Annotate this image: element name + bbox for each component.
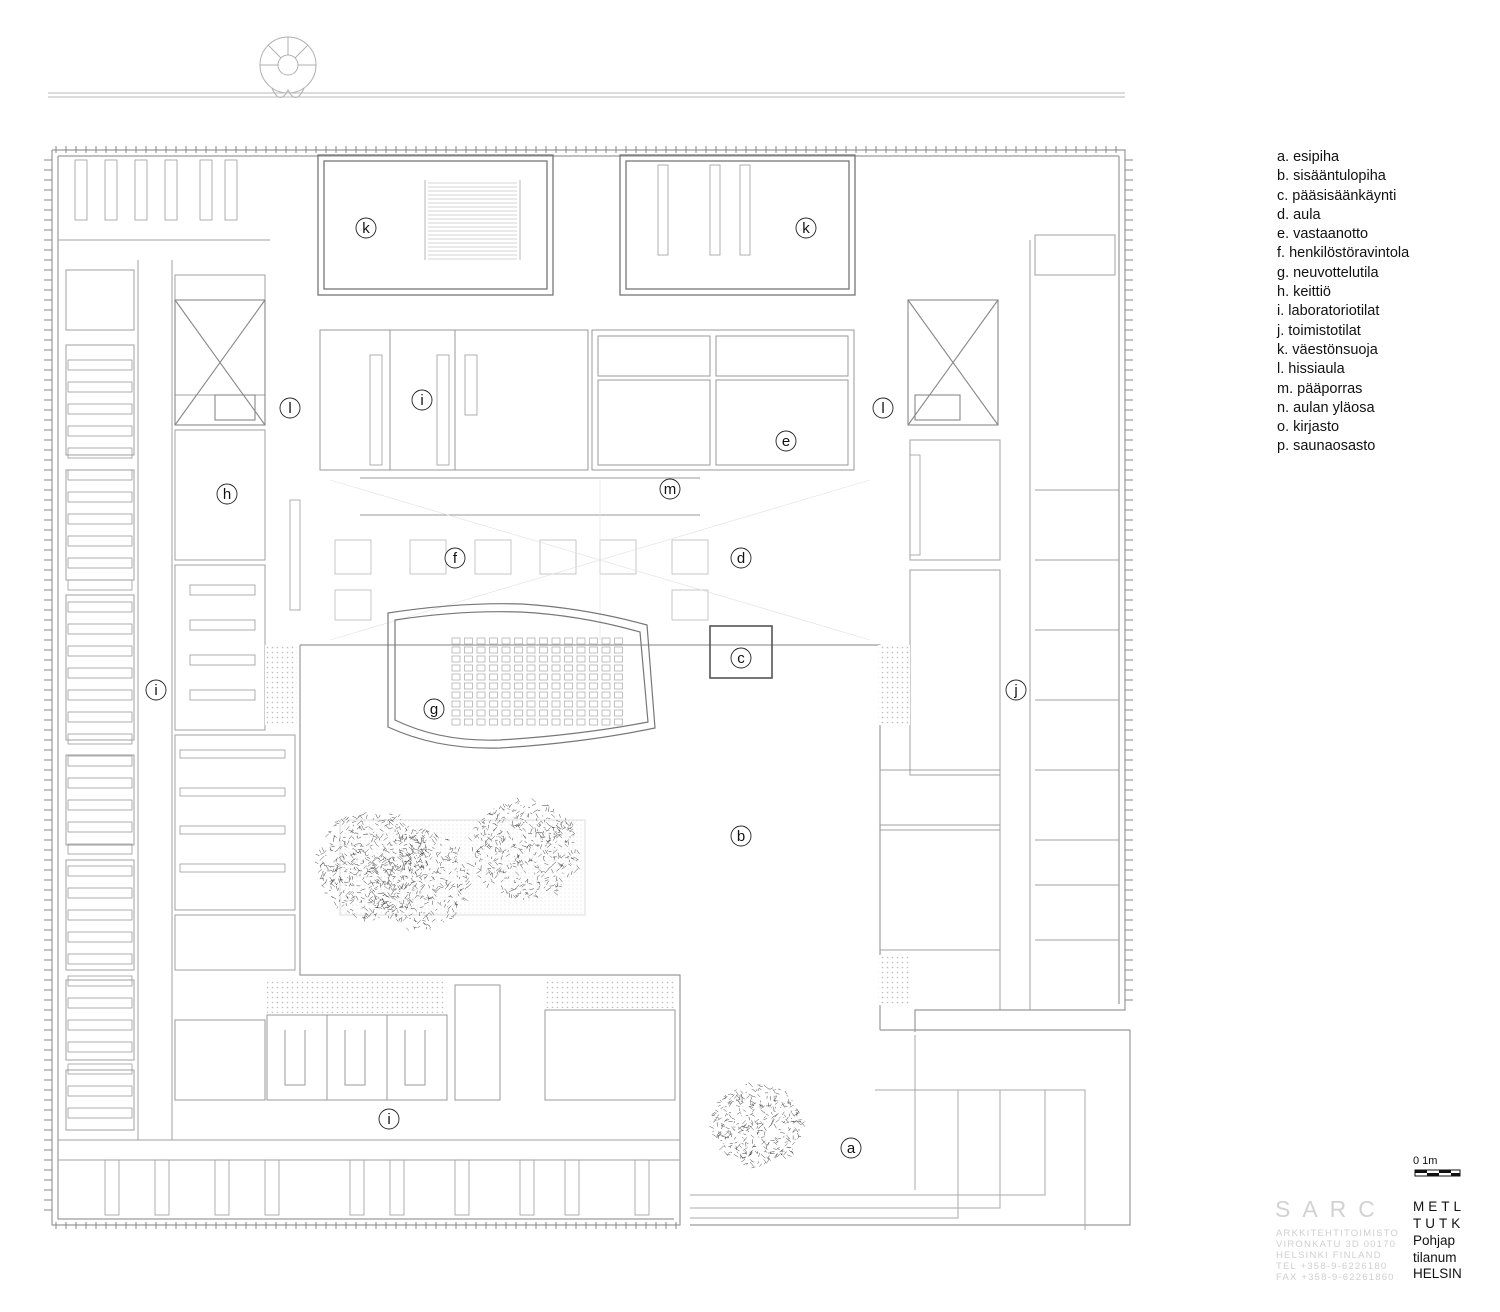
- scale-label: 0 1m: [1413, 1155, 1438, 1167]
- plan-label-text: j: [1013, 682, 1017, 699]
- project-subtitle: tilanum: [1413, 1250, 1457, 1265]
- plan-label-text: i: [420, 392, 423, 409]
- office-line: ARKKITEHTITOIMISTO: [1276, 1228, 1400, 1239]
- facade-mullions: [44, 146, 1133, 1229]
- plan-label-text: i: [387, 1111, 390, 1128]
- plan-label-text: c: [737, 650, 745, 667]
- plan-label-k: k: [795, 217, 817, 239]
- plan-label-j: j: [1005, 679, 1027, 701]
- office-line: HELSINKI FINLAND: [1276, 1250, 1382, 1261]
- legend-item: a. esipiha: [1277, 149, 1340, 165]
- bottom-lab-rooms: [174, 984, 676, 1101]
- restaurant-tables: [334, 539, 709, 621]
- legend-item: l. hissiaula: [1277, 361, 1345, 378]
- left-lab-wing: [58, 239, 680, 1161]
- paving: [265, 645, 910, 1013]
- plan-label-i: i: [145, 679, 167, 701]
- meeting-chairs: [451, 637, 623, 726]
- legend-item: h. keittiö: [1277, 284, 1331, 301]
- legend-item: f. henkilöstöravintola: [1277, 245, 1410, 262]
- plan-label-text: l: [288, 400, 291, 417]
- plan-label-a: a: [840, 1137, 862, 1159]
- legend-item: g. neuvottelutila: [1277, 264, 1379, 281]
- office-line: VIRONKATU 3D 00170: [1276, 1239, 1397, 1250]
- plan-label-l: l: [872, 397, 894, 419]
- project-title: TUTK: [1413, 1216, 1465, 1231]
- legend: a. esipiha b. sisääntulopiha c. pääsisää…: [1277, 148, 1409, 457]
- plan-label-k: k: [355, 217, 377, 239]
- plan-label-text: i: [154, 682, 157, 699]
- lobby-grid: [329, 479, 871, 641]
- legend-item: k. väestönsuoja: [1277, 341, 1378, 358]
- outer-walls: [51, 149, 1131, 1226]
- lab-benches: [67, 159, 921, 1216]
- legend-item: d. aula: [1277, 206, 1321, 223]
- project-title: METL: [1413, 1199, 1466, 1214]
- shelter-rooms: [317, 154, 856, 296]
- elevator-cores: [174, 299, 999, 426]
- meeting-room: [387, 603, 656, 749]
- plan-label-text: m: [664, 481, 677, 498]
- plan-label-text: e: [782, 433, 790, 450]
- plan-label-h: h: [216, 483, 238, 505]
- project-subtitle: Pohjap: [1413, 1233, 1456, 1248]
- plan-label-e: e: [775, 430, 797, 452]
- plan-label-text: l: [881, 400, 884, 417]
- plan-label-c: c: [730, 647, 752, 669]
- right-office-wing: [879, 234, 1119, 1010]
- plan-label-text: b: [737, 828, 745, 845]
- forecourt-lines: [690, 1035, 1086, 1230]
- legend-item: o. kirjasto: [1277, 419, 1340, 436]
- plan-label-g: g: [423, 698, 445, 720]
- legend-item: j. toimistotilat: [1277, 322, 1361, 339]
- spiral-stair: [259, 36, 317, 98]
- legend-item: p. saunaosasto: [1277, 438, 1376, 455]
- legend-item: i. laboratoriotilat: [1277, 303, 1380, 320]
- legend-item: m. pääporras: [1277, 380, 1363, 397]
- scale-bar: [1414, 1169, 1461, 1177]
- legend-item: c. pääsisäänkäynti: [1277, 187, 1397, 204]
- plan-label-l: l: [279, 397, 301, 419]
- office-line: TEL +358-9-6226180: [1276, 1261, 1388, 1272]
- plan-label-m: m: [659, 478, 681, 500]
- plan-label-text: a: [847, 1140, 856, 1157]
- office-line: FAX +358-9-62261860: [1276, 1272, 1395, 1283]
- plan-label-i: i: [378, 1108, 400, 1130]
- project-location: HELSIN: [1413, 1266, 1462, 1281]
- auditorium-seating: [424, 180, 521, 260]
- office-name: SARC: [1275, 1196, 1387, 1222]
- legend-item: b. sisääntulopiha: [1277, 168, 1386, 185]
- plan-label-text: h: [223, 486, 231, 503]
- plan-label-text: d: [737, 550, 745, 567]
- main-entrance: [709, 625, 773, 679]
- plan-label-i: i: [411, 389, 433, 411]
- plan-label-d: d: [730, 547, 752, 569]
- central-labs: [319, 329, 855, 516]
- courtyard-planting: [314, 797, 806, 1169]
- plan-label-b: b: [730, 825, 752, 847]
- legend-item: e. vastaanotto: [1277, 226, 1369, 243]
- plan-label-text: g: [430, 701, 438, 718]
- plan-label-text: k: [802, 220, 810, 237]
- legend-item: n. aulan yläosa: [1277, 399, 1375, 416]
- plan-label-text: f: [453, 550, 458, 567]
- plan-label-f: f: [444, 547, 466, 569]
- plan-labels: a b c d e f g h i i i j k k l l m: [145, 217, 1027, 1159]
- plan-label-text: k: [362, 220, 370, 237]
